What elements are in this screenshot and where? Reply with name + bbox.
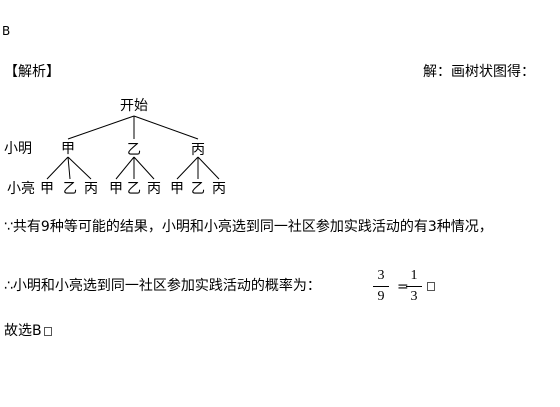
reasoning-line: ∵共有9种等可能的结果，小明和小亮选到同一社区参加实践活动的有3种情况， <box>4 219 493 235</box>
conclusion-line: 故选B <box>4 323 52 339</box>
branch-line <box>133 156 155 180</box>
level2-node: 丙 <box>84 181 98 197</box>
level1-label: 小明 <box>4 141 32 157</box>
fraction-3-9: 3 9 <box>373 268 389 305</box>
branch-line <box>46 156 69 180</box>
fraction-1-3: 1 3 <box>406 268 422 305</box>
branch-line <box>67 156 71 180</box>
solution-intro: 解：画树状图得： <box>423 64 535 80</box>
level2-node: 甲 <box>170 181 184 197</box>
equals-sign: = <box>397 279 409 295</box>
level1-node: 甲 <box>61 141 75 157</box>
level1-node: 乙 <box>127 142 141 158</box>
level2-node: 乙 <box>191 181 205 197</box>
analysis-label: 【解析】 <box>4 64 60 80</box>
fraction-denominator: 9 <box>377 289 385 304</box>
level2-label: 小亮 <box>7 181 35 197</box>
fraction-denominator: 3 <box>410 289 418 304</box>
conclusion-text: 故选B <box>4 323 42 339</box>
branch-line <box>176 156 199 180</box>
level2-node: 丙 <box>212 181 226 197</box>
level1-node: 丙 <box>191 142 205 158</box>
fraction-numerator: 1 <box>410 268 418 283</box>
level2-node: 甲 <box>109 181 123 197</box>
level2-node: 乙 <box>63 181 77 197</box>
branch-line <box>67 156 92 180</box>
fraction-numerator: 3 <box>377 268 385 283</box>
probability-line: ∴小明和小亮选到同一社区参加实践活动的概率为： <box>4 278 321 294</box>
branch-line <box>67 115 135 140</box>
missing-glyph-icon <box>427 282 435 291</box>
branch-line <box>133 115 199 140</box>
fraction-bar <box>373 286 389 287</box>
tree-root: 开始 <box>120 98 148 114</box>
level2-node: 乙 <box>127 181 141 197</box>
branch-line <box>197 156 220 180</box>
level2-node: 甲 <box>40 181 54 197</box>
fraction-bar <box>406 286 422 287</box>
branch-line <box>115 156 135 180</box>
missing-glyph-icon <box>43 327 52 336</box>
level2-node: 丙 <box>147 181 161 197</box>
answer-letter: B <box>2 24 11 38</box>
